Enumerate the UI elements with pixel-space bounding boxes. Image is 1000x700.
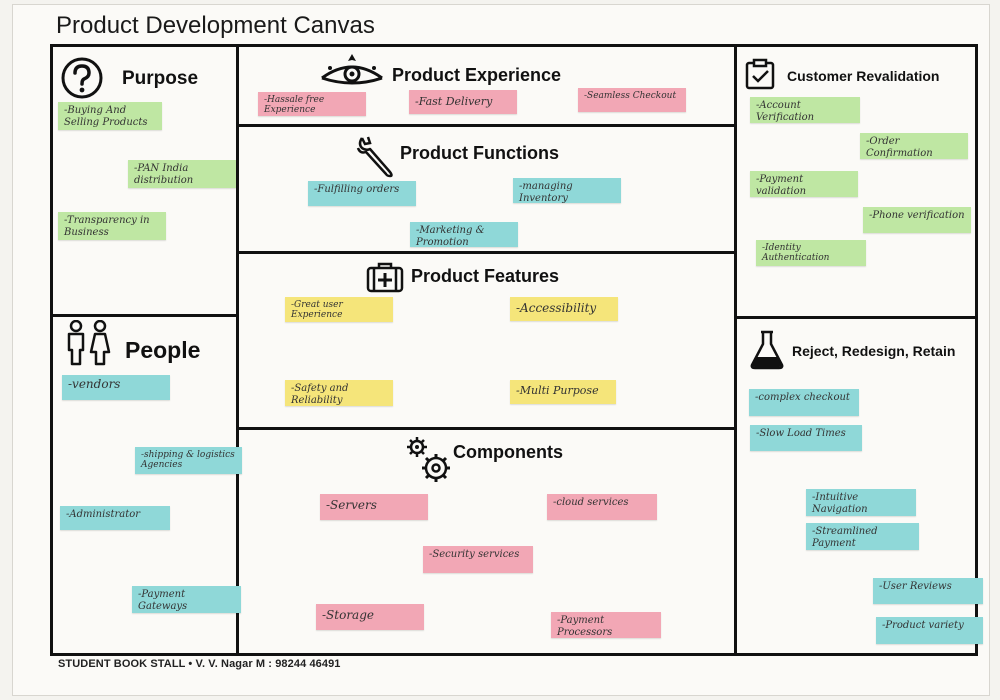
divider-purpose-people: [50, 314, 238, 317]
question-circle-icon: [61, 57, 103, 99]
divider-experience-functions: [237, 124, 735, 127]
wrench-icon: [356, 136, 393, 178]
sticky-note: -Product variety: [876, 617, 983, 644]
sticky-note: -shipping & logistics Agencies: [135, 447, 242, 474]
clipboard-check-icon: [745, 58, 775, 90]
sticky-note: -Storage: [316, 604, 424, 630]
sticky-note: -Great user Experience: [285, 297, 393, 322]
section-title-people: People: [125, 337, 201, 363]
sticky-note: -vendors: [62, 375, 170, 400]
sticky-note: -Payment validation: [750, 171, 858, 197]
sticky-note: -Identity Authentication: [756, 240, 866, 266]
sticky-note: -Payment Processors: [551, 612, 661, 638]
sticky-note: -Accessibility: [510, 297, 618, 321]
section-title-components: Components: [453, 442, 563, 462]
sticky-note: -Servers: [320, 494, 428, 520]
sticky-note: -cloud services: [547, 494, 657, 520]
sticky-note: -Marketing & Promotion: [410, 222, 518, 247]
divider-revalidation-reject: [735, 316, 978, 319]
divider-features-components: [237, 427, 735, 430]
sticky-note: -Intuitive Navigation: [806, 489, 916, 516]
sticky-note: -User Reviews: [873, 578, 983, 604]
sticky-note: -complex checkout: [749, 389, 859, 416]
sticky-note: -managing Inventory: [513, 178, 621, 203]
section-title-functions: Product Functions: [400, 143, 559, 163]
sticky-note: -Payment Gateways: [132, 586, 241, 613]
eye-crown-icon: [321, 54, 383, 85]
sticky-note: -PAN India distribution: [128, 160, 236, 188]
divider-right-column: [734, 44, 737, 656]
sticky-note: -Order Confirmation: [860, 133, 968, 159]
sticky-note: -Administrator: [60, 506, 170, 530]
people-icon: [67, 320, 111, 366]
section-title-features: Product Features: [411, 266, 560, 286]
section-title-revalidation: Customer Revalidation: [787, 68, 940, 84]
section-title-experience: Product Experience: [392, 65, 562, 85]
sticky-note: -Multi Purpose: [510, 380, 616, 404]
sticky-note: -Slow Load Times: [750, 425, 862, 451]
canvas-frame: [50, 44, 978, 656]
first-aid-kit-icon: [366, 262, 404, 293]
footer-text: STUDENT BOOK STALL • V. V. Nagar M : 982…: [58, 658, 341, 670]
sticky-note: -Phone verification: [863, 207, 971, 233]
section-title-purpose: Purpose: [122, 68, 199, 89]
sticky-note: -Fulfilling orders: [308, 181, 416, 206]
section-title-reject: Reject, Redesign, Retain: [792, 343, 956, 359]
page-title: Product Development Canvas: [56, 12, 375, 39]
flask-icon: [750, 330, 784, 370]
sticky-note: -Buying And Selling Products: [58, 102, 162, 130]
sticky-note: -Hassale free Experience: [258, 92, 366, 116]
gears-icon: [407, 437, 450, 482]
sticky-note: -Account Verification: [750, 97, 860, 123]
sticky-note: -Safety and Reliability: [285, 380, 393, 406]
divider-functions-features: [237, 251, 735, 254]
divider-left-column: [236, 44, 239, 656]
sticky-note: -Security services: [423, 546, 533, 573]
sticky-note: -Streamlined Payment: [806, 523, 919, 550]
sticky-note: -Fast Delivery: [409, 90, 517, 114]
sticky-note: -Transparency in Business: [58, 212, 166, 240]
sticky-note: -Seamless Checkout: [578, 88, 686, 112]
